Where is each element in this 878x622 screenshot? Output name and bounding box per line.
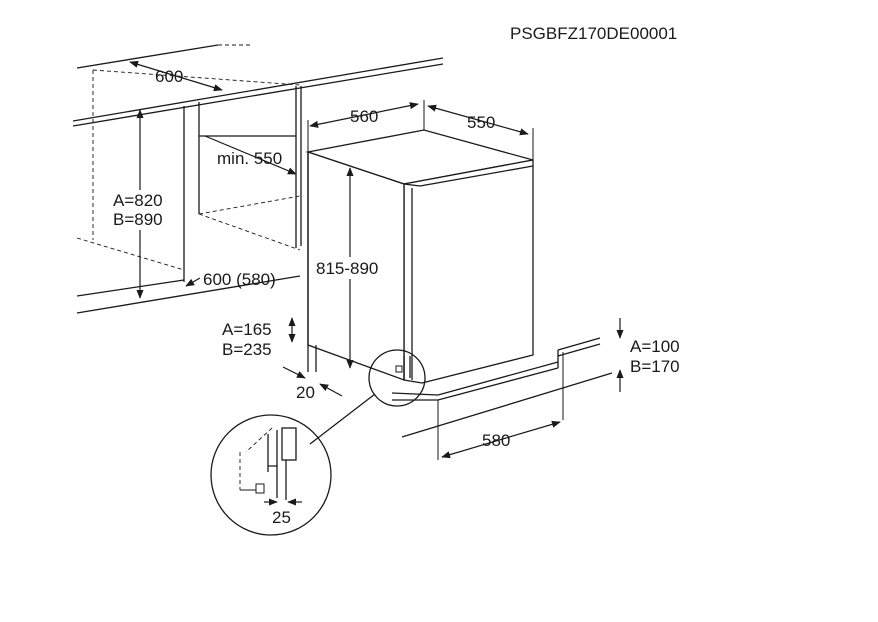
dim-depth: 550 bbox=[467, 113, 495, 132]
dim-niche-height-a: A=820 bbox=[113, 191, 163, 210]
dim-appliance-height: 815-890 bbox=[316, 259, 378, 278]
dim-niche-depth: 600 bbox=[155, 67, 183, 86]
detail-circle bbox=[210, 414, 332, 536]
dim-niche-depth-line bbox=[129, 60, 223, 92]
dim-width-line bbox=[309, 102, 419, 128]
dim-plinth-depth-a: A=100 bbox=[630, 337, 680, 356]
dim-plinth-height-b: B=235 bbox=[222, 340, 272, 359]
dim-gap-arrow-right bbox=[319, 383, 343, 397]
dim-niche-height-b: B=890 bbox=[113, 210, 163, 229]
dim-niche-width: 600 (580) bbox=[203, 270, 276, 289]
dim-width: 560 bbox=[350, 107, 378, 126]
dim-gap-arrow-left bbox=[282, 366, 306, 379]
detail-marker bbox=[368, 349, 426, 407]
niche-side-wall bbox=[183, 86, 302, 282]
dim-plinth-gap: 20 bbox=[296, 383, 315, 402]
dim-depth-line bbox=[427, 104, 529, 136]
plinth bbox=[391, 337, 613, 460]
detail-content bbox=[239, 427, 302, 506]
countertop bbox=[72, 44, 444, 240]
detail-marker-content bbox=[395, 356, 411, 380]
dim-min-depth: min. 550 bbox=[217, 149, 282, 168]
appliance bbox=[305, 129, 534, 384]
dim-plinth-depth-b: B=170 bbox=[630, 357, 680, 376]
dim-niche-width-line bbox=[185, 277, 201, 287]
floor bbox=[76, 237, 301, 314]
model-code: PSGBFZ170DE00001 bbox=[510, 24, 677, 43]
detail-leader bbox=[309, 393, 376, 445]
dim-plinth-height-a: A=165 bbox=[222, 320, 272, 339]
dim-detail-gap: 25 bbox=[272, 508, 291, 527]
dim-plinth-width-line bbox=[441, 420, 561, 459]
dim-min-depth-line bbox=[204, 135, 297, 175]
dim-plinth-width: 580 bbox=[482, 431, 510, 450]
